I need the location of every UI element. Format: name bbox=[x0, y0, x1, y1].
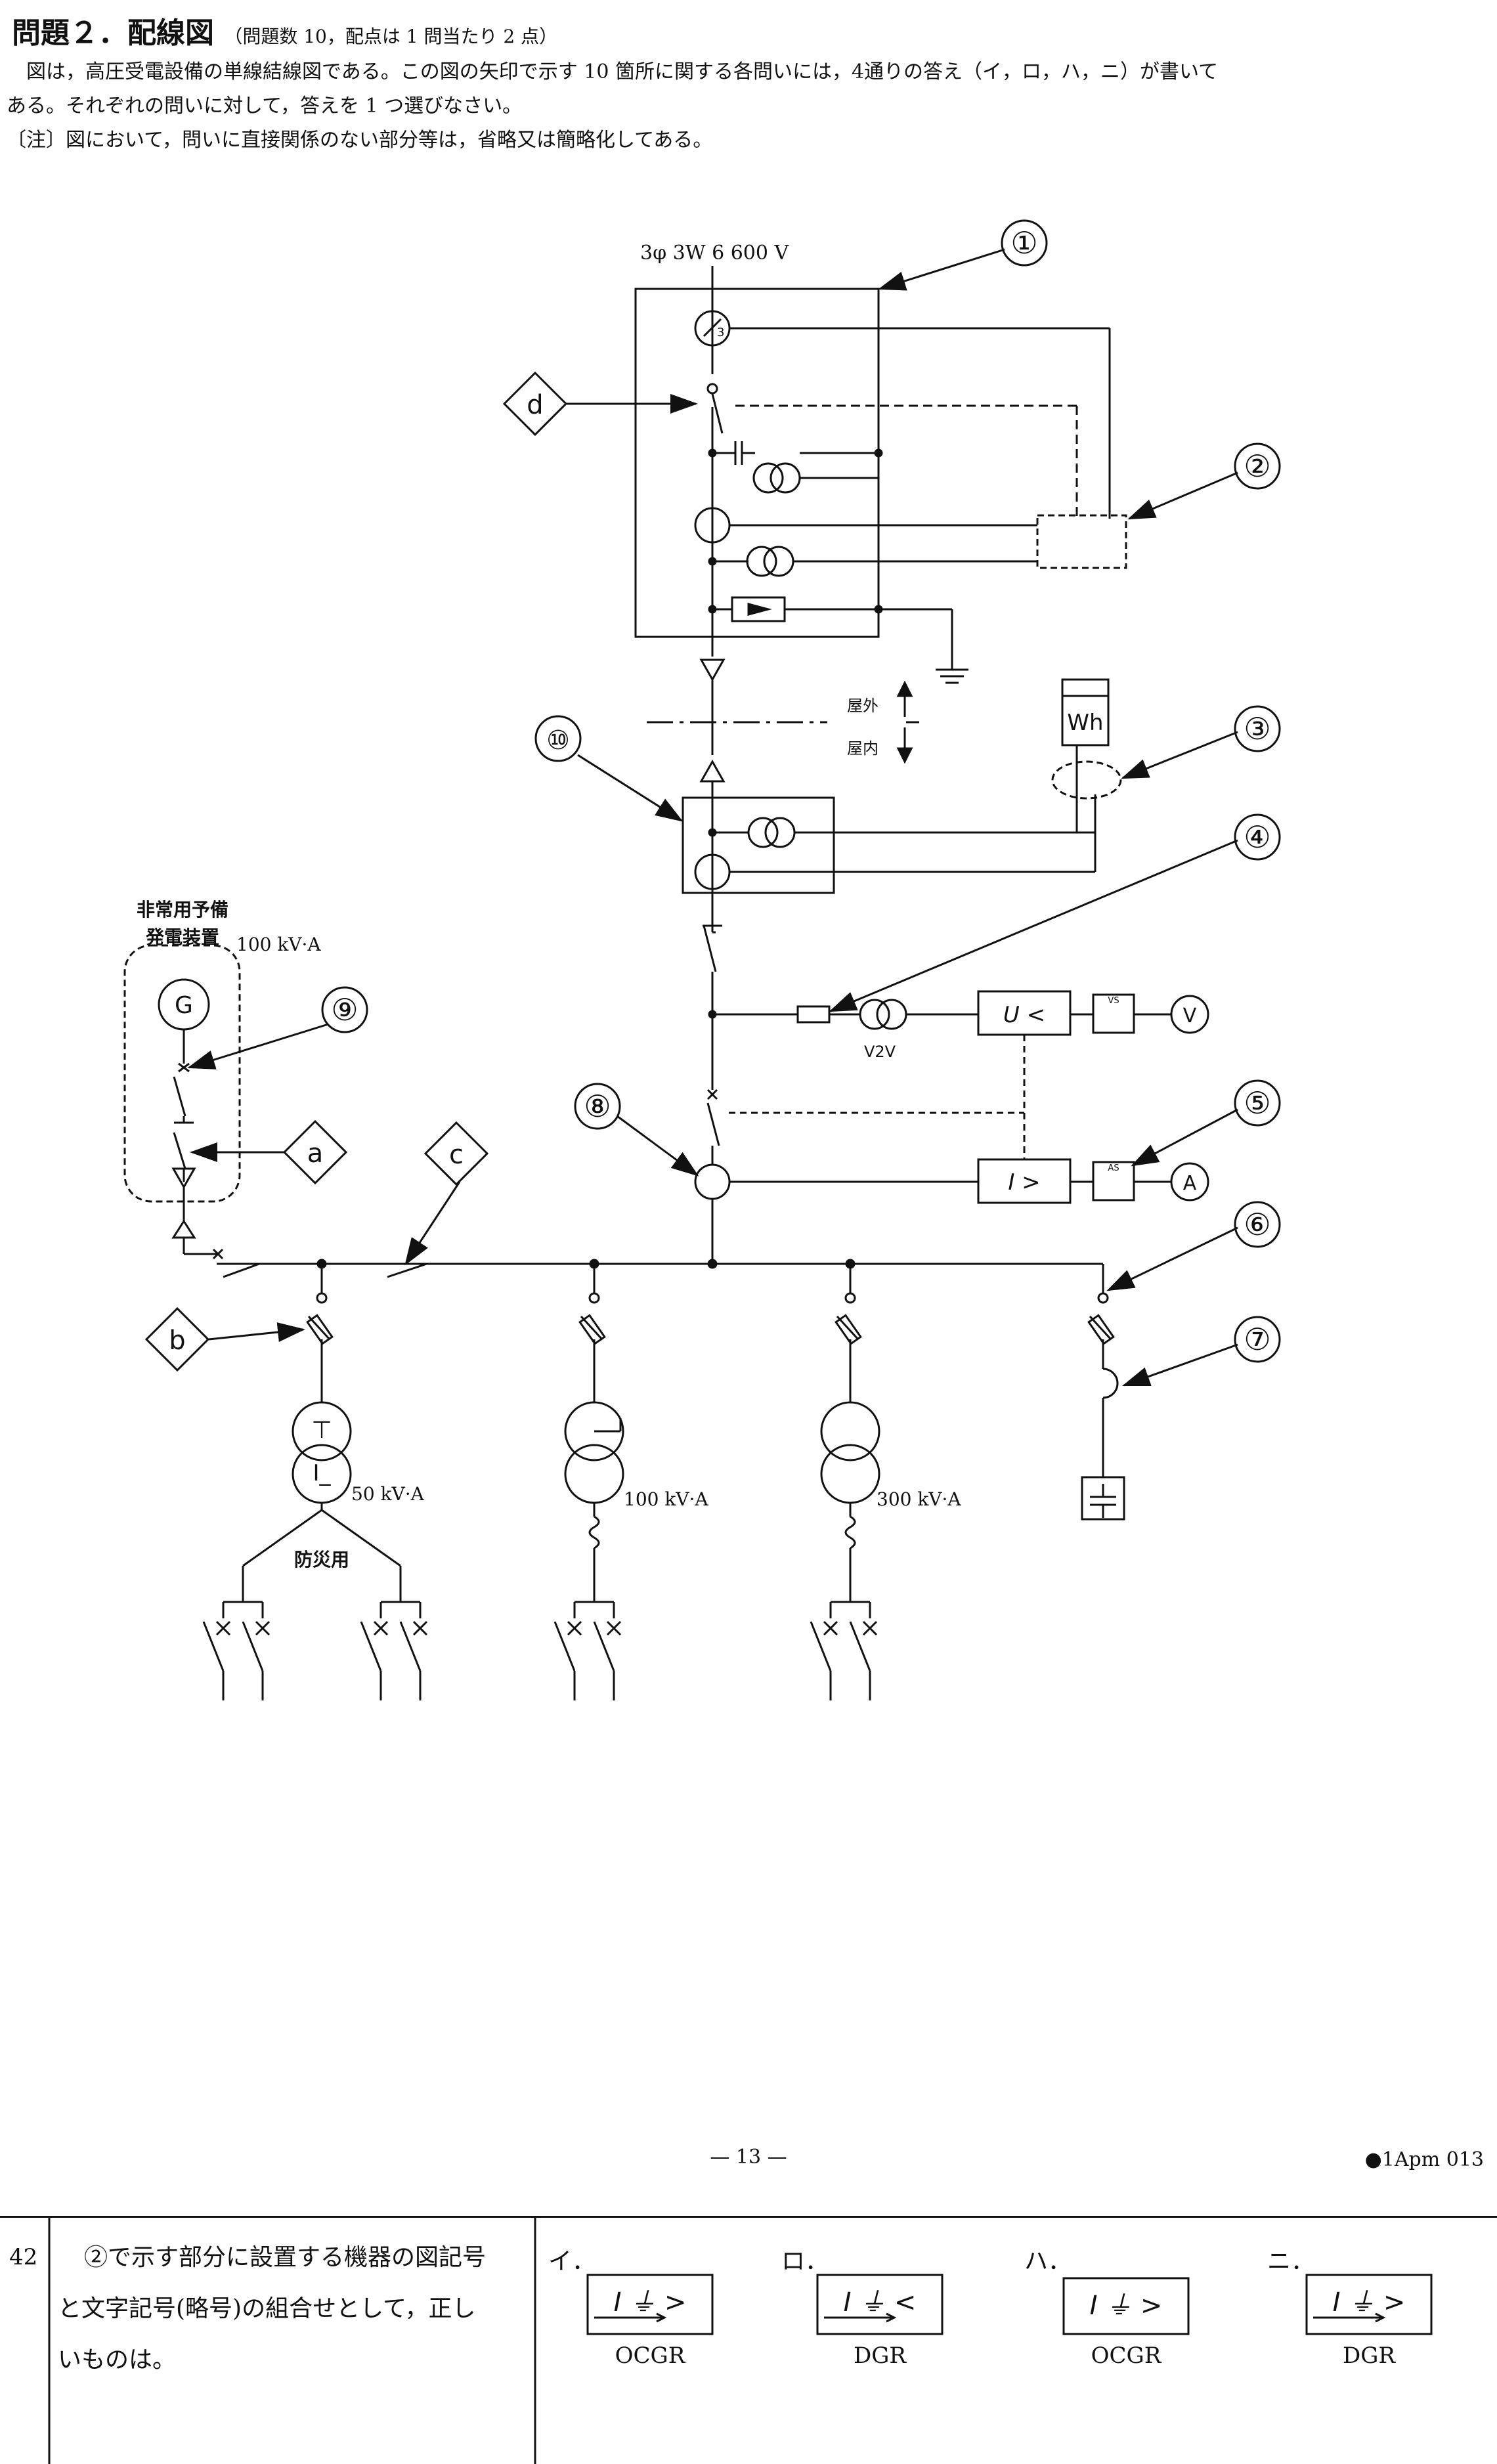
generator-box bbox=[123, 944, 241, 1203]
receiving-box bbox=[634, 288, 880, 638]
gen-rating: 100 kV·A bbox=[236, 934, 321, 955]
intro-line1: 図は，高圧受電設備の単線結線図である。この図の矢印で示す 10 箇所に関する各問… bbox=[26, 60, 1219, 83]
question-number: 42 bbox=[9, 2244, 38, 2270]
title-subtitle: （問題数 10，配点は 1 問当たり 2 点） bbox=[224, 26, 558, 47]
label-b: b bbox=[169, 1326, 185, 1356]
wh-label: Wh bbox=[1067, 710, 1103, 736]
page-title: 問題２．配線図 （問題数 10，配点は 1 問当たり 2 点） bbox=[12, 9, 557, 51]
pas-switch bbox=[711, 393, 724, 434]
title-text: 問題２．配線図 bbox=[12, 16, 214, 50]
supply-label: 3φ 3W 6 600 V bbox=[640, 242, 790, 265]
choice-box-i bbox=[586, 2274, 714, 2335]
choice-caption-ro: DGR bbox=[853, 2343, 907, 2369]
callout-3: ③ bbox=[1244, 711, 1270, 746]
voltmeter-label: V bbox=[1183, 1005, 1197, 1027]
tr2-rating: 100 kV·A bbox=[624, 1488, 708, 1510]
outdoor-label: 屋外 bbox=[847, 697, 879, 715]
callout-5: ⑤ bbox=[1244, 1085, 1270, 1121]
gen-label-2: 発電装置 bbox=[145, 926, 219, 948]
wh-meter bbox=[1061, 678, 1110, 746]
question-text: ②で示す部分に設置する機器の図記号 と文字記号(略号)の組合せとして，正し いも… bbox=[58, 2232, 531, 2386]
undervoltage-relay: U < bbox=[1003, 1002, 1045, 1028]
label-c: c bbox=[449, 1140, 464, 1170]
choice-caption-i: OCGR bbox=[615, 2343, 685, 2369]
callout-4: ④ bbox=[1244, 819, 1270, 855]
tr1-upper: ⊤ bbox=[311, 1417, 332, 1444]
indoor-label: 屋内 bbox=[847, 739, 879, 758]
callout-10: ⑩ bbox=[546, 725, 570, 756]
choice-symbol-ni: I ⏚ > bbox=[1333, 2287, 1406, 2318]
callout-8: ⑧ bbox=[584, 1089, 611, 1124]
callout-6: ⑥ bbox=[1244, 1207, 1270, 1242]
question-line-3: いものは。 bbox=[58, 2346, 177, 2373]
ammeter-label: A bbox=[1183, 1172, 1197, 1195]
choice-box-ni bbox=[1305, 2274, 1433, 2335]
page-number: — 13 — bbox=[710, 2146, 787, 2169]
choice-label-i[interactable]: イ． bbox=[548, 2248, 596, 2275]
choice-symbol-ro: I ⏚ < bbox=[844, 2287, 917, 2318]
callout-9: ⑨ bbox=[331, 992, 358, 1027]
tr1-lower: I_ bbox=[313, 1460, 331, 1486]
v2v-label: V2V bbox=[864, 1043, 896, 1061]
generator-symbol: G bbox=[175, 992, 193, 1019]
tr3-rating: 300 kV·A bbox=[877, 1488, 961, 1510]
question-line-1: ②で示す部分に設置する機器の図記号 bbox=[84, 2244, 487, 2271]
capacitor bbox=[1081, 1476, 1125, 1521]
question-divider bbox=[0, 2216, 1497, 2218]
choice-symbol-i: I ⏚ > bbox=[614, 2287, 687, 2318]
choice-caption-ni: DGR bbox=[1342, 2343, 1396, 2369]
intro-line2: ある。それぞれの問いに対して，答えを 1 つ選びなさい。 bbox=[7, 95, 523, 118]
choice-box-ha bbox=[1062, 2277, 1190, 2335]
vs-label: VS bbox=[1108, 996, 1119, 1006]
callout-7: ⑦ bbox=[1244, 1322, 1270, 1357]
choice-symbol-ha: I ⏚ > bbox=[1090, 2291, 1163, 2321]
tr1-rating: 50 kV·A bbox=[351, 1483, 425, 1505]
choice-caption-ha: OCGR bbox=[1091, 2343, 1161, 2369]
ct-ratio: 3 bbox=[717, 326, 724, 339]
callout-1: ① bbox=[1010, 225, 1037, 261]
disaster-label: 防災用 bbox=[294, 1549, 349, 1570]
as-label: AS bbox=[1108, 1163, 1119, 1173]
overcurrent-relay: I > bbox=[1008, 1169, 1040, 1196]
label-a: a bbox=[307, 1138, 324, 1169]
callout-2: ② bbox=[1244, 448, 1270, 484]
choice-box-ro bbox=[816, 2274, 944, 2335]
intro-note: 〔注〕図において，問いに直接関係のない部分等は，省略又は簡略化してある。 bbox=[7, 129, 713, 152]
exam-code: ●1Apm 013 bbox=[1364, 2148, 1484, 2171]
choice-label-ro[interactable]: ロ． bbox=[781, 2248, 829, 2275]
wh-wiring-ellipse bbox=[1051, 760, 1122, 800]
choice-label-ha[interactable]: ハ． bbox=[1024, 2248, 1072, 2275]
label-d: d bbox=[527, 390, 543, 420]
relay-box-2 bbox=[1036, 514, 1127, 569]
choice-label-ni[interactable]: ニ． bbox=[1267, 2248, 1315, 2275]
gen-label-1: 非常用予備 bbox=[137, 899, 228, 920]
vct-box bbox=[682, 796, 835, 894]
question-line-2: と文字記号(略号)の組合せとして，正し bbox=[58, 2295, 476, 2322]
series-reactor bbox=[1102, 1368, 1119, 1399]
